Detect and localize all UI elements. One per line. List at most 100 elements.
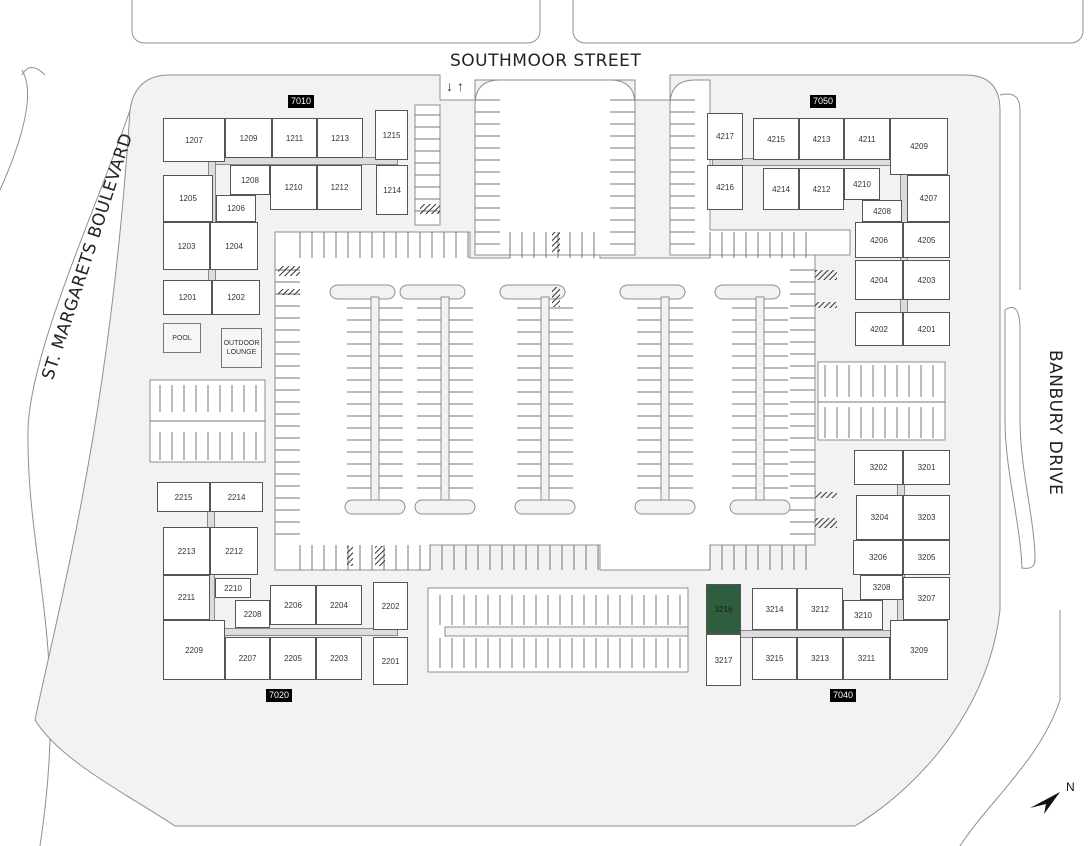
unit-2206[interactable]: 2206 [270, 585, 316, 625]
unit-3202[interactable]: 3202 [854, 450, 903, 485]
unit-3210[interactable]: 3210 [843, 600, 883, 630]
unit-number: 4214 [772, 184, 790, 194]
unit-number: 4208 [873, 206, 891, 216]
unit-1208[interactable]: 1208 [230, 165, 270, 195]
unit-4204[interactable]: 4204 [855, 260, 903, 300]
unit-3211[interactable]: 3211 [843, 637, 890, 680]
unit-3206[interactable]: 3206 [853, 540, 903, 575]
unit-4208[interactable]: 4208 [862, 200, 902, 222]
entry-arrows-icon: ↓ ↑ [446, 78, 464, 94]
unit-3204[interactable]: 3204 [856, 495, 903, 540]
building-number-7050: 7050 [810, 95, 837, 108]
unit-2203[interactable]: 2203 [316, 637, 362, 680]
unit-2204[interactable]: 2204 [316, 585, 362, 625]
unit-2215[interactable]: 2215 [157, 482, 210, 512]
unit-1202[interactable]: 1202 [212, 280, 260, 315]
unit-number: 2202 [381, 601, 400, 611]
unit-3217[interactable]: 3217 [706, 634, 741, 686]
unit-4205[interactable]: 4205 [903, 222, 950, 258]
unit-3209[interactable]: 3209 [890, 620, 948, 680]
unit-3213[interactable]: 3213 [797, 637, 843, 680]
unit-4207[interactable]: 4207 [907, 175, 950, 222]
unit-2209[interactable]: 2209 [163, 620, 225, 680]
unit-number: 3217 [714, 655, 733, 665]
unit-1214[interactable]: 1214 [376, 165, 408, 215]
unit-1204[interactable]: 1204 [210, 222, 258, 270]
pool-area[interactable]: POOL [163, 323, 201, 353]
unit-4210[interactable]: 4210 [844, 168, 880, 200]
unit-3208[interactable]: 3208 [860, 575, 903, 600]
unit-number: 4205 [917, 235, 936, 245]
parking-island [660, 296, 670, 511]
outdoor-lounge-label: OUTDOOR LOUNGE [223, 340, 260, 356]
unit-2211[interactable]: 2211 [163, 575, 210, 620]
unit-4213[interactable]: 4213 [799, 118, 844, 160]
unit-2210[interactable]: 2210 [215, 578, 251, 598]
unit-3203[interactable]: 3203 [903, 495, 950, 540]
unit-4201[interactable]: 4201 [903, 312, 950, 346]
parking-island [329, 284, 396, 300]
parking-island [514, 499, 576, 515]
unit-1211[interactable]: 1211 [272, 118, 317, 158]
unit-1203[interactable]: 1203 [163, 222, 210, 270]
street-label-banbury: BANBURY DRIVE [1045, 350, 1065, 496]
parking-island [399, 284, 466, 300]
unit-1210[interactable]: 1210 [270, 165, 317, 210]
unit-3215[interactable]: 3215 [752, 637, 797, 680]
unit-4209[interactable]: 4209 [890, 118, 948, 175]
unit-3205[interactable]: 3205 [903, 540, 950, 575]
unit-number: 2204 [330, 600, 348, 610]
unit-number: 1205 [179, 194, 197, 203]
accessible-parking-hatch [278, 266, 300, 276]
unit-4216[interactable]: 4216 [707, 165, 743, 210]
building-number-7020: 7020 [266, 689, 293, 702]
unit-2201[interactable]: 2201 [373, 637, 408, 685]
unit-2212[interactable]: 2212 [210, 527, 258, 575]
unit-4211[interactable]: 4211 [844, 118, 890, 160]
unit-1205[interactable]: 1205 [163, 175, 213, 222]
unit-1209[interactable]: 1209 [225, 118, 272, 158]
unit-2202[interactable]: 2202 [373, 582, 408, 630]
unit-4214[interactable]: 4214 [763, 168, 799, 210]
unit-1212[interactable]: 1212 [317, 165, 362, 210]
unit-2208[interactable]: 2208 [235, 600, 270, 628]
unit-number: 3206 [869, 553, 887, 562]
unit-4217[interactable]: 4217 [707, 113, 743, 160]
parking-island [440, 296, 450, 511]
unit-number: 2203 [330, 654, 348, 663]
unit-1201[interactable]: 1201 [163, 280, 212, 315]
unit-number: 3215 [765, 654, 784, 663]
unit-2205[interactable]: 2205 [270, 637, 316, 680]
unit-number: 3204 [870, 513, 889, 522]
corridor [210, 628, 398, 636]
unit-1213[interactable]: 1213 [317, 118, 363, 158]
unit-2207[interactable]: 2207 [225, 637, 270, 680]
unit-number: 3212 [811, 604, 829, 614]
unit-4203[interactable]: 4203 [903, 260, 950, 300]
unit-highlighted-3216[interactable]: 3216 [706, 584, 741, 634]
unit-1207[interactable]: 1207 [163, 118, 225, 162]
unit-number: 4202 [870, 324, 888, 334]
outdoor-lounge-area[interactable]: OUTDOOR LOUNGE [221, 328, 262, 368]
unit-1215[interactable]: 1215 [375, 110, 408, 160]
unit-2214[interactable]: 2214 [210, 482, 263, 512]
unit-4206[interactable]: 4206 [855, 222, 903, 258]
unit-number: 1212 [330, 183, 349, 192]
unit-3212[interactable]: 3212 [797, 588, 843, 630]
unit-number: 3210 [854, 610, 872, 620]
unit-4212[interactable]: 4212 [799, 168, 844, 210]
unit-number: 4210 [853, 179, 871, 189]
unit-number: 4216 [716, 183, 734, 192]
unit-number: 3213 [811, 654, 829, 663]
unit-number: 3214 [765, 604, 784, 614]
unit-3201[interactable]: 3201 [903, 450, 950, 485]
unit-2213[interactable]: 2213 [163, 527, 210, 575]
unit-1206[interactable]: 1206 [216, 195, 256, 222]
accessible-parking-hatch [278, 289, 300, 295]
unit-3207[interactable]: 3207 [903, 577, 950, 620]
unit-3214[interactable]: 3214 [752, 588, 797, 630]
parking-island [540, 296, 550, 511]
unit-4202[interactable]: 4202 [855, 312, 903, 346]
unit-4215[interactable]: 4215 [753, 118, 799, 160]
unit-number: 3207 [917, 594, 936, 603]
